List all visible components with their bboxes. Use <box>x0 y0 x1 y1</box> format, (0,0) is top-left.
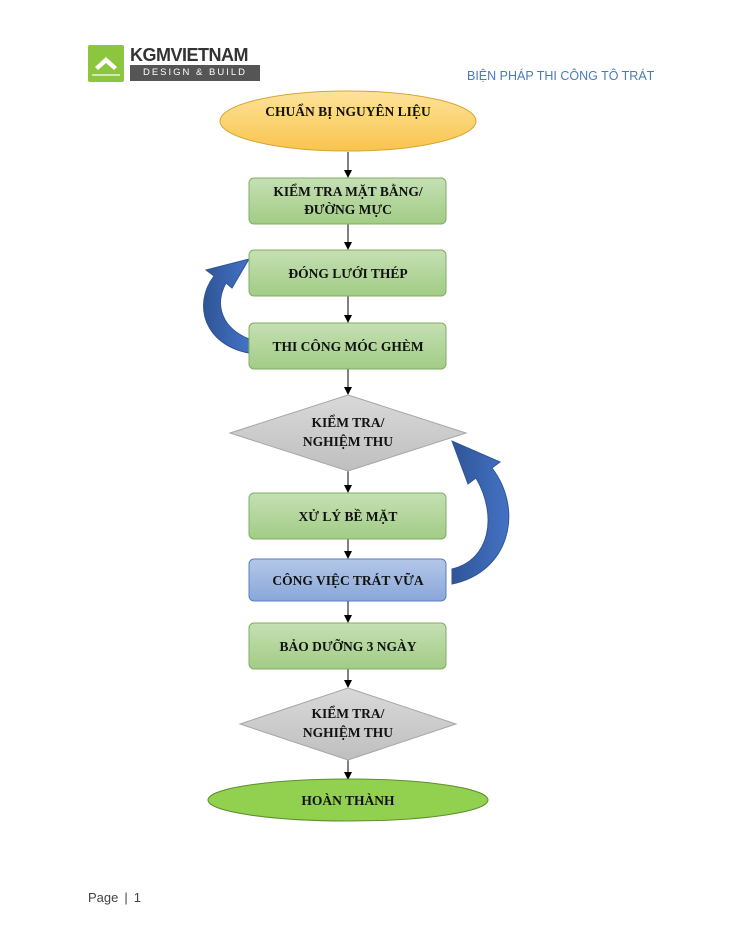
node-steel-mesh-label: ĐÓNG LƯỚI THÉP <box>288 266 407 281</box>
node-end-label: HOÀN THÀNH <box>301 793 395 808</box>
node-cure: BẢO DƯỠNG 3 NGÀY <box>248 622 447 670</box>
node-plaster-label: CÔNG VIỆC TRÁT VỮA <box>272 573 423 588</box>
node-check-site: KIỂM TRA MẶT BẰNG/ ĐƯỜNG MỰC <box>248 177 447 225</box>
node-inspect-2: KIỂM TRA/ NGHIỆM THU <box>238 687 458 761</box>
node-start: CHUẨN BỊ NGUYÊN LIỆU <box>219 90 477 152</box>
node-check-site-label-line1: KIỂM TRA MẶT BẰNG/ <box>273 184 422 199</box>
node-inspect-2-label-line2: NGHIỆM THU <box>303 725 393 740</box>
page-label: Page <box>88 890 119 905</box>
node-hooks: THI CÔNG MÓC GHÈM <box>248 322 447 370</box>
page-number: 1 <box>133 890 141 905</box>
node-inspect-1: KIỂM TRA/ NGHIỆM THU <box>228 394 468 472</box>
page-footer: Page | 1 <box>88 890 141 905</box>
node-inspect-1-label-line2: NGHIỆM THU <box>303 434 393 449</box>
node-check-site-label-line2: ĐƯỜNG MỰC <box>304 202 392 217</box>
house-icon <box>88 45 124 82</box>
node-steel-mesh: ĐÓNG LƯỚI THÉP <box>248 249 447 297</box>
node-start-label: CHUẨN BỊ NGUYÊN LIỆU <box>265 104 431 119</box>
company-logo: KGMVIETNAM DESIGN & BUILD <box>88 45 263 82</box>
node-surface: XỬ LÝ BỀ MẶT <box>248 492 447 540</box>
node-inspect-1-label-line1: KIỂM TRA/ <box>312 415 385 430</box>
brand-name: KGMVIETNAM <box>130 45 249 65</box>
document-title: BIỆN PHÁP THI CÔNG TÔ TRÁT <box>467 69 655 83</box>
node-end: HOÀN THÀNH <box>207 778 489 822</box>
node-hooks-label: THI CÔNG MÓC GHÈM <box>272 339 423 354</box>
node-plaster: CÔNG VIỆC TRÁT VỮA <box>248 558 447 602</box>
brand-tagline: DESIGN & BUILD <box>130 65 260 81</box>
node-cure-label: BẢO DƯỠNG 3 NGÀY <box>279 639 416 654</box>
loop-arrow-hooks-to-mesh <box>203 258 251 354</box>
node-inspect-2-label-line1: KIỂM TRA/ <box>312 706 385 721</box>
loop-arrow-plaster-to-inspect <box>451 440 510 585</box>
node-surface-label: XỬ LÝ BỀ MẶT <box>299 509 398 524</box>
footer-divider: | <box>124 890 128 905</box>
